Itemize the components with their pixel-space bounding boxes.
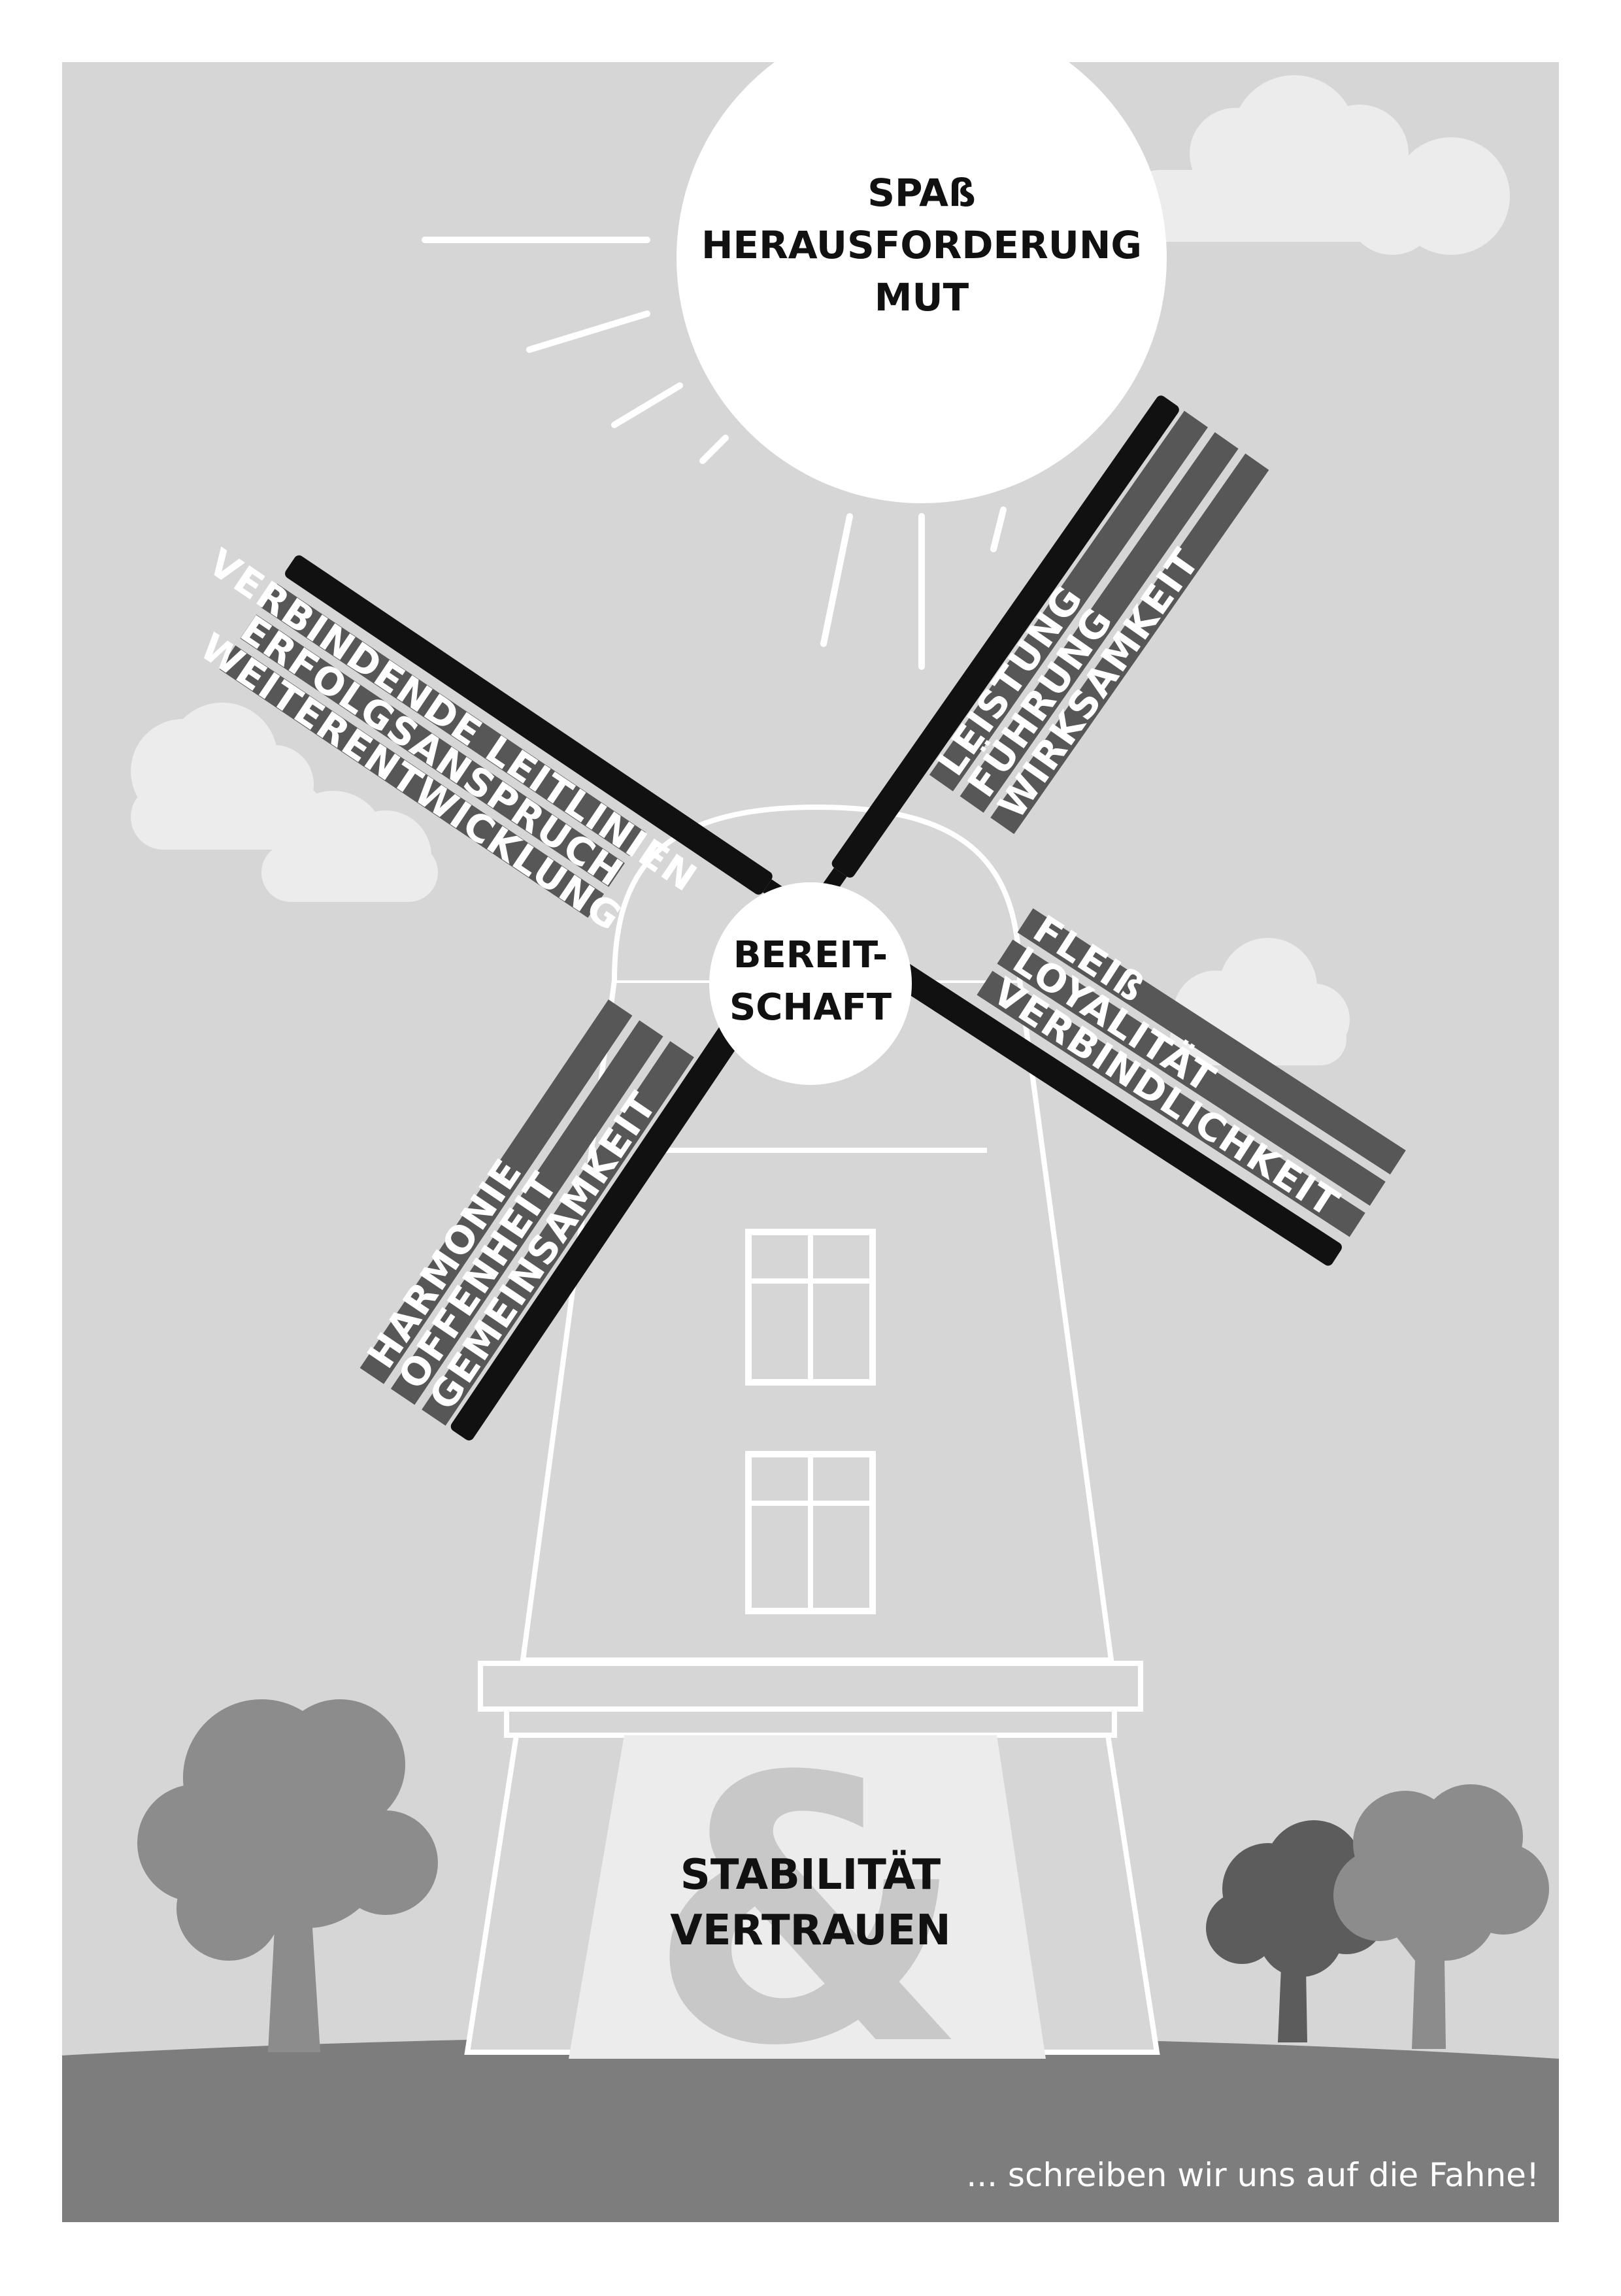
- sail-bottom-left: [359, 910, 817, 1440]
- sun-label-3: MUT: [875, 275, 969, 320]
- hub: [709, 882, 912, 1085]
- sail-bottom-right: [806, 908, 1406, 1266]
- tree-left: [137, 1699, 438, 2052]
- ground-hill: [62, 2036, 1559, 2222]
- sun-label-1: SPAß: [867, 171, 976, 215]
- base-label-2: VERTRAUEN: [670, 1906, 950, 1955]
- hub-label-1: BEREIT-: [733, 934, 888, 976]
- sun: [677, 62, 1167, 503]
- footer-slogan: ... schreiben wir uns auf die Fahne!: [966, 2156, 1539, 2194]
- base-label-1: STABILITÄT: [680, 1850, 941, 1899]
- sail-top-right: [804, 395, 1269, 920]
- ampersand: &: [648, 1700, 967, 2126]
- windmill-door-panel: [569, 1735, 1046, 2059]
- cloud-left: [131, 703, 438, 902]
- sun-rays: [422, 237, 1007, 670]
- sail-top-left: [219, 555, 815, 922]
- tree-right: [1333, 1784, 1549, 2049]
- sun-label-2: HERAUSFORDERUNG: [701, 223, 1142, 267]
- hub-label-2: SCHAFT: [729, 986, 892, 1029]
- gallery-rail: [478, 1661, 1143, 1712]
- cloud-top-right: [1124, 75, 1510, 255]
